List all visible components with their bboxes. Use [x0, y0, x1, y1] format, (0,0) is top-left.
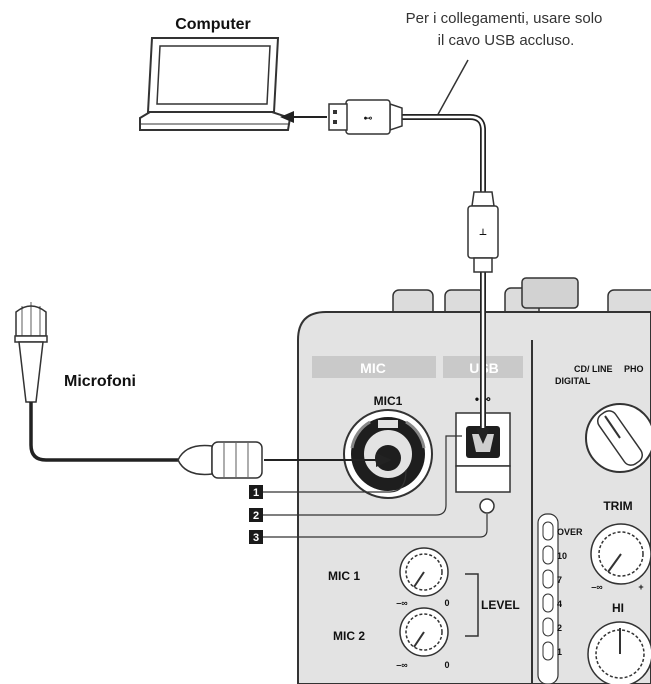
meter-label: 1: [557, 647, 562, 657]
meter-label: 4: [557, 599, 562, 609]
callout-2: 2: [249, 435, 462, 522]
arrow-to-mic-jack: [264, 453, 392, 467]
usb-plug-computer: ⊷: [328, 99, 403, 135]
meter-segment: [542, 593, 554, 613]
meter-segment: [542, 545, 554, 565]
input-digital-label: DIGITAL: [555, 376, 591, 386]
mic1-knob-label: MIC 1: [328, 569, 360, 583]
meter-segment: [542, 641, 554, 661]
hi-label: HI: [612, 601, 624, 615]
trim-knob[interactable]: [590, 523, 651, 585]
usb-note-line1: Per i collegamenti, usare solo: [406, 10, 603, 27]
hi-knob[interactable]: [587, 621, 651, 684]
mic-header: MIC: [360, 360, 386, 376]
trim-plus: +: [638, 582, 643, 592]
mic2-knob-zero: 0: [444, 660, 449, 670]
usb-plug-symbol-icon: ⊷: [364, 113, 373, 123]
input-cdline-label: CD/ LINE: [574, 364, 613, 374]
callout-3-number: 3: [253, 532, 259, 544]
laptop-icon: [139, 37, 292, 131]
level-bracket: [465, 573, 479, 637]
usb-note-line2: il cavo USB accluso.: [438, 32, 575, 49]
callout-2-number: 2: [253, 510, 259, 522]
mic-cable: [29, 402, 178, 462]
mic1-knob-zero: 0: [444, 598, 449, 608]
callout-3: 3: [249, 514, 488, 544]
meter-label: 7: [557, 575, 562, 585]
mic2-level-knob[interactable]: [399, 607, 449, 657]
mic2-knob-label: MIC 2: [333, 629, 365, 643]
callout-1-number: 1: [253, 487, 259, 499]
usb-plug-mixer: ⊥: [467, 191, 499, 273]
meter-segment: [542, 569, 554, 589]
arrow-to-computer: [280, 111, 327, 123]
top-connector-4: [521, 277, 579, 309]
meter-segment: [542, 617, 554, 637]
trim-min: –∞: [591, 582, 603, 592]
input-phono-label: PHO: [624, 364, 644, 374]
meter-label: 10: [557, 551, 567, 561]
mixer-panel: MIC USB MIC1 •⊷ MIC 1: [297, 277, 651, 684]
mic1-knob-min: –∞: [396, 598, 408, 608]
trim-label: TRIM: [603, 499, 632, 513]
computer-label: Computer: [175, 16, 251, 33]
level-meter: OVER 10 7 4 2 1: [537, 513, 583, 684]
usb-plug-symbol-icon-2: ⊥: [479, 227, 487, 237]
microphones-label: Microfoni: [64, 373, 136, 390]
meter-label: 2: [557, 623, 562, 633]
mic-header-strip: [312, 356, 436, 378]
mic1-jack[interactable]: [343, 409, 433, 499]
usb-cable: [402, 114, 486, 430]
usb-note-pointer: [435, 59, 469, 119]
panel-body: [297, 311, 651, 684]
mic1-level-knob[interactable]: [399, 547, 449, 597]
mic1-jack-label: MIC1: [374, 394, 403, 408]
level-label: LEVEL: [481, 598, 520, 612]
xlr-plug: [177, 441, 263, 479]
input-selector-knob[interactable]: [585, 403, 651, 473]
usb-indicator-icon: [479, 498, 495, 514]
mic2-knob-min: –∞: [396, 660, 408, 670]
meter-label: OVER: [557, 527, 583, 537]
microphone-icon: [14, 302, 48, 403]
meter-segment: [542, 521, 554, 541]
callout-1: 1: [249, 469, 407, 499]
arrow-to-usb-port: [476, 428, 490, 444]
